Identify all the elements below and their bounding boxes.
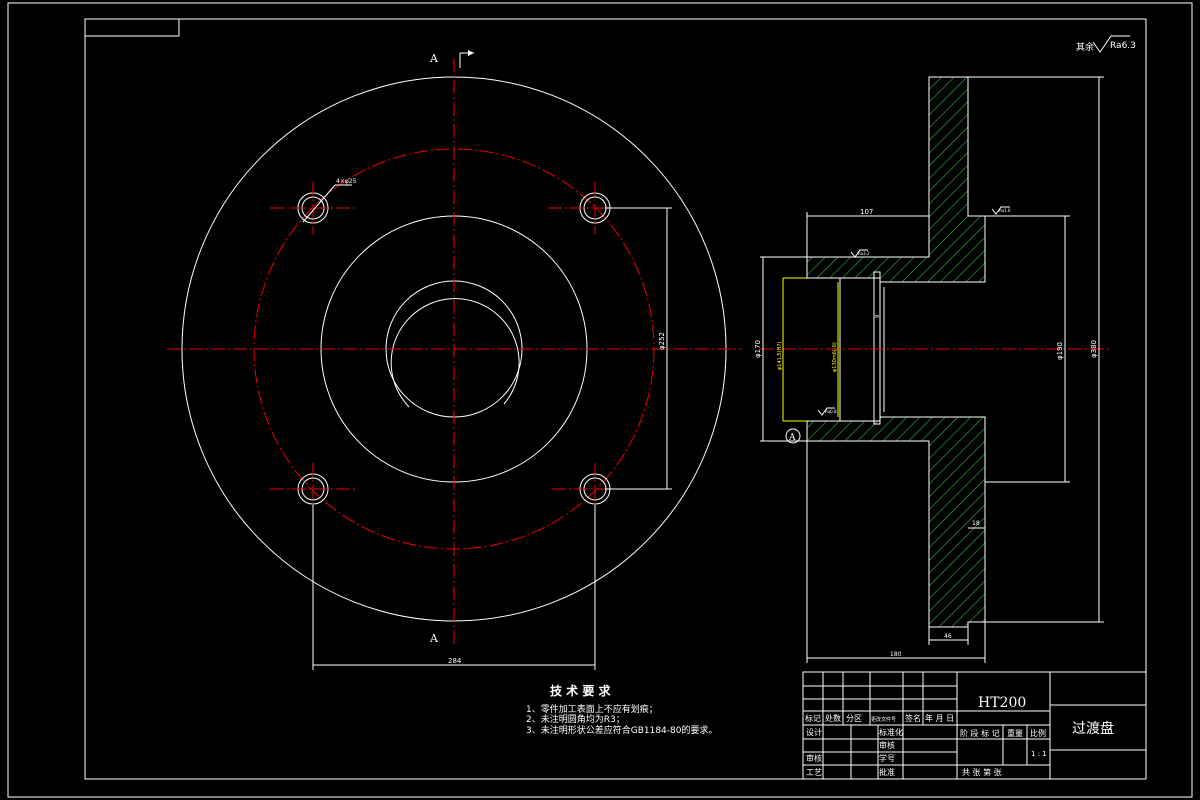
outer-sheet-border: [7, 2, 1193, 798]
tb-label-mark: 标记: [805, 713, 821, 723]
inner-drawing-frame: [84, 18, 1147, 780]
tb-design: 设计: [806, 727, 822, 737]
roughness-note: 其余 Ra6.3: [1076, 35, 1136, 53]
bore-circle-inner: [390, 298, 520, 408]
dim-overall-length: 180: [890, 651, 902, 658]
dim-flange-dia: φ190: [1056, 342, 1064, 360]
section-view: φ141.5(H7) φ130m6(-0) φ170 107 Ra3.2 Ra1…: [754, 76, 1110, 663]
tech-req-item-3: 3、未注明形状公差应符合GB1184-80的要求。: [526, 724, 717, 736]
tb-weight: 重量: [1007, 728, 1023, 738]
section-label-bottom: A: [429, 632, 439, 645]
title-block: 标记 处数 分区 更改文件号 签名 年 月 日 设计 标准化 审核 审核 学号 …: [802, 671, 1147, 780]
roughness-b: Ra1.6: [999, 208, 1011, 213]
datum-label: A: [788, 433, 796, 443]
groove-ring: [873, 271, 881, 425]
tb-label-count: 处数: [825, 713, 841, 723]
section-arrowhead-top-icon: [468, 50, 474, 56]
bolt-hole-tl: [270, 182, 356, 234]
section-arrow-top: [459, 52, 474, 68]
dim-overall-dia: φ380: [1090, 340, 1098, 358]
tb-review: 审核: [879, 740, 895, 750]
roughness-c: Ra0.8: [825, 409, 837, 414]
section-label-top: A: [429, 52, 439, 65]
tb-stage: 阶 段 标 记: [960, 728, 1000, 738]
dim-bore-outer: φ141.5(H7): [777, 341, 783, 370]
dim-hub-length: 107: [860, 208, 873, 216]
tb-student-no: 学号: [879, 753, 895, 763]
corner-code-box: [84, 18, 180, 37]
datum-circle-icon: [785, 428, 801, 444]
tb-check: 审核: [806, 753, 822, 763]
tb-label-signature: 签名: [905, 713, 921, 723]
hole-leader: [302, 184, 336, 223]
roughness-symbol-icon: [1092, 35, 1130, 53]
tech-req-item-2: 2、未注明圆角均为R3；: [526, 713, 625, 725]
roughness-mark-a-icon: [850, 249, 868, 258]
tb-sheets: 共 张 第 张: [962, 767, 1002, 777]
tb-label-change-doc: 更改文件号: [871, 716, 896, 723]
dim-bore-inner: φ130m6(-0): [832, 342, 838, 372]
dim-groove: 9: [875, 315, 881, 318]
roughness-a: Ra3.2: [858, 251, 870, 256]
tb-scale-label: 比例: [1030, 728, 1046, 738]
tb-approve: 批准: [879, 767, 895, 777]
roughness-mark-b-icon: [991, 206, 1010, 215]
roughness-mark-c-icon: [817, 407, 835, 416]
dim-flange-thick: 18: [972, 520, 980, 527]
tech-req-title: 技 术 要 求: [550, 683, 612, 698]
tb-label-zone: 分区: [846, 714, 862, 723]
tech-req-item-1: 1、零件加工表面上不应有划痕；: [526, 703, 658, 715]
tb-process: 工艺: [806, 768, 822, 777]
dim-bolt-circle: φ252: [658, 332, 666, 350]
tb-part-name: 过渡盘: [1072, 720, 1114, 737]
tb-label-date: 年 月 日: [925, 713, 954, 723]
tech-requirements: 技 术 要 求 1、零件加工表面上不应有划痕； 2、未注明圆角均为R3； 3、未…: [526, 683, 717, 736]
roughness-note-prefix: 其余: [1076, 41, 1094, 53]
bolt-hole-bl: [270, 463, 356, 515]
dim-hub-outer-dia: φ170: [754, 340, 762, 358]
tb-standardize: 标准化: [879, 727, 903, 737]
bolt-circle: [253, 148, 655, 550]
tb-scale: 1 : 1: [1031, 750, 1047, 758]
dim-flange-step: 46: [944, 633, 952, 640]
hole-callout: 4×φ25: [336, 178, 357, 185]
front-view: 4×φ25 A A 284 φ252: [167, 50, 742, 670]
dim-bottom-width: 284: [448, 657, 462, 665]
tb-material: HT200: [978, 695, 1026, 711]
roughness-note-value: Ra6.3: [1110, 41, 1136, 51]
